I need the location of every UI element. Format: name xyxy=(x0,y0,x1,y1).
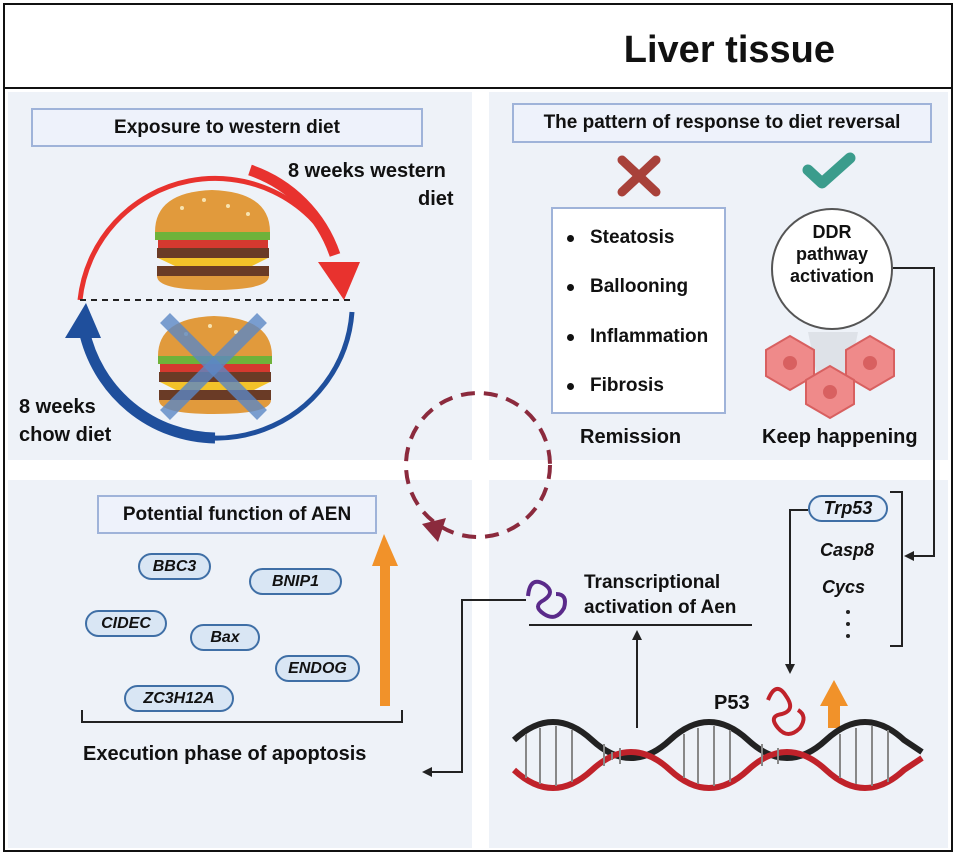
list-item: Fibrosis xyxy=(567,375,664,397)
gene-bnip1: BNIP1 xyxy=(249,568,342,595)
western-diet-label-line2: diet xyxy=(418,188,454,210)
aen-protein-icon xyxy=(526,579,567,619)
transcription-label-line2: activation of Aen xyxy=(584,597,737,618)
list-item: Inflammation xyxy=(567,326,708,348)
hepatocyte-cells-icon xyxy=(765,334,895,420)
p53-protein-icon xyxy=(766,687,806,736)
exposure-label: Exposure to western diet xyxy=(31,108,423,147)
title-bar: Liver tissue xyxy=(3,3,953,89)
chow-diet-arrow xyxy=(65,303,355,444)
list-item: Steatosis xyxy=(567,227,674,249)
diet-reversal-label: The pattern of response to diet reversal xyxy=(512,103,932,143)
aen-function-label: Potential function of AEN xyxy=(97,495,377,534)
ddr-circle: DDR pathway activation xyxy=(771,208,893,330)
ddr-line: DDR xyxy=(812,222,852,242)
aen-up-arrow xyxy=(372,534,398,706)
ddr-connector-arrow xyxy=(893,267,935,561)
transcription-label-line1: Transcriptional xyxy=(584,572,721,593)
page-title: Liver tissue xyxy=(623,29,835,71)
ddr-line: activation xyxy=(789,266,875,286)
p53-label: P53 xyxy=(714,692,750,714)
gene-bax: Bax xyxy=(190,624,260,651)
chow-diet-label-line1: 8 weeks xyxy=(19,396,96,418)
burger-icon xyxy=(155,190,270,290)
gene-bracket xyxy=(890,491,903,647)
aen-to-apoptosis-arrow xyxy=(422,599,526,777)
cross-icon xyxy=(617,155,661,197)
p53-up-arrow xyxy=(820,680,848,728)
trp53-to-p53-arrow xyxy=(785,509,808,674)
gene-cidec: CIDEC xyxy=(85,610,167,637)
western-diet-label-line1: 8 weeks western xyxy=(288,160,446,182)
gene-zc3h12a: ZC3H12A xyxy=(124,685,234,712)
remission-label: Remission xyxy=(580,426,682,448)
gene-trp53: Trp53 xyxy=(808,495,888,522)
keep-happening-label: Keep happening xyxy=(762,426,918,448)
panel-bottom-left xyxy=(8,480,472,848)
list-item: Ballooning xyxy=(567,276,688,298)
apoptosis-bracket xyxy=(81,710,403,723)
gene-cycs: Cycs xyxy=(822,577,866,597)
remission-list: Steatosis Ballooning Inflammation Fibros… xyxy=(551,207,726,414)
dna-helix-icon xyxy=(511,719,924,791)
chow-diet-label-line2: chow diet xyxy=(19,424,112,446)
dashed-cycle-arrow xyxy=(404,391,552,542)
crossed-burger-icon xyxy=(158,313,272,420)
western-diet-arrow xyxy=(77,164,360,301)
gene-endog: ENDOG xyxy=(275,655,360,682)
gene-bbc3: BBC3 xyxy=(138,553,211,580)
ddr-line: pathway xyxy=(795,244,869,264)
check-icon xyxy=(802,152,856,189)
gene-casp8: Casp8 xyxy=(820,540,875,560)
execution-phase-label: Execution phase of apoptosis xyxy=(83,743,367,765)
